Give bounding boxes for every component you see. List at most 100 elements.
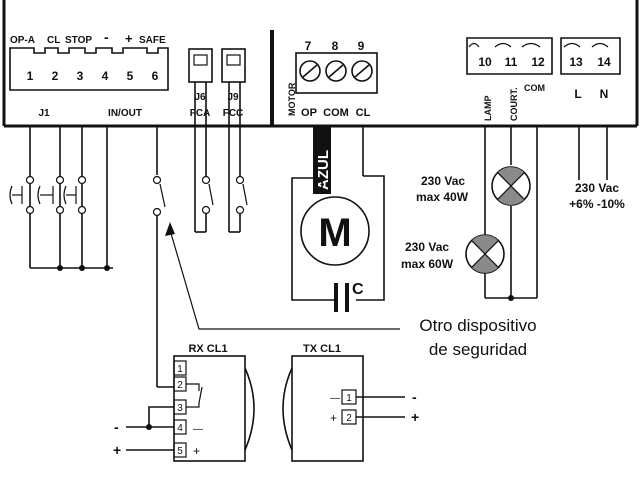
j1-terminal-label-plus: +	[125, 31, 133, 46]
lamp-label-com: COM	[524, 83, 545, 93]
safe-contact	[152, 126, 400, 388]
tx-pin-2: 2	[346, 413, 352, 424]
stop-pushbutton	[63, 175, 87, 215]
j9-sub-label: FCC	[223, 108, 244, 119]
annotation-line1: Otro dispositivo	[419, 316, 536, 335]
rx-housing	[173, 355, 246, 462]
limit-switch-fca	[194, 82, 214, 233]
motor-term-com: COM	[323, 107, 349, 119]
j1-pin-4: 4	[102, 69, 109, 83]
lamp-pin-10: 10	[478, 55, 492, 69]
power-wiring: 230 Vac +6% -10%	[569, 126, 625, 211]
j1-label: J1	[38, 108, 50, 119]
j6-label: J6	[194, 92, 206, 103]
motor-term-cl: CL	[356, 107, 371, 119]
j9-housing	[221, 48, 246, 83]
power-spec-tolerance: +6% -10%	[569, 197, 625, 211]
lamp-pin-11: 11	[505, 55, 518, 69]
lamp2-voltage: 230 Vac	[405, 240, 449, 254]
rx-supply-plus: +	[113, 442, 121, 458]
rx-inner-minus: —	[193, 424, 203, 435]
j9-latch	[226, 54, 241, 66]
j1-terminal-label-op-a: OP-A	[10, 35, 35, 46]
j1-pin-2: 2	[52, 69, 59, 83]
tx-inner-plus: +	[330, 411, 337, 425]
motor-symbol: M	[318, 211, 351, 255]
rx-pin-3: 3	[177, 403, 183, 414]
motor-circle	[300, 196, 370, 266]
power-label-l: L	[574, 87, 581, 101]
j1-terminal-label-cl: CL	[47, 35, 60, 46]
j9-label: J9	[227, 92, 239, 103]
power-terminal-block: 13 14 L N	[560, 37, 621, 101]
rx-pin-box-1	[173, 360, 187, 376]
j1-pin-3: 3	[77, 69, 84, 83]
lamp-terminal-ridges	[468, 42, 541, 48]
lamp2-power: max 60W	[401, 257, 454, 271]
lamp-pin-12: 12	[531, 55, 545, 69]
power-pin-13: 13	[569, 55, 583, 69]
tx-title: TX CL1	[303, 343, 341, 355]
j6-latch	[193, 54, 208, 66]
tx-inner-minus: —	[330, 393, 340, 404]
motor-term-op: OP	[301, 107, 317, 119]
motor-side-label: MOTOR	[287, 82, 297, 116]
lamp-label-court: COURT.	[509, 88, 519, 122]
motor-screw-7	[299, 60, 321, 82]
lamp1-symbol	[491, 166, 531, 206]
op-a-pushbutton	[9, 175, 35, 215]
annotation-line2: de seguridad	[429, 340, 527, 359]
j1-terminal-label-stop: STOP	[65, 35, 92, 46]
j1-pin-5: 5	[127, 69, 134, 83]
limit-switch-fcc	[228, 82, 248, 233]
tx-supply-minus: -	[412, 389, 417, 405]
lamp-terminal-block: 10 11 12 LAMP COURT. COM	[466, 37, 553, 122]
motor-terminal-housing	[295, 52, 378, 94]
rx-pin-5: 5	[177, 446, 183, 457]
j1-pin-6: 6	[152, 69, 159, 83]
rx-internal-contact	[186, 383, 203, 408]
azul-wire-band	[313, 126, 331, 194]
rx-pin-4: 4	[177, 423, 183, 434]
cl-pushbutton	[37, 175, 65, 215]
j6-sub-label: FCA	[190, 108, 211, 119]
j1-terminal-block: OP-A CL STOP - + SAFE 1 2 3 4 5 6 J1 IN/…	[9, 29, 169, 119]
j9-connector: J9 FCC	[221, 48, 246, 119]
lamp-terminal-housing	[466, 37, 553, 75]
motor-terminal-block: 7 8 9 MOTOR OP COM CL	[287, 39, 378, 119]
inout-label: IN/OUT	[108, 108, 142, 119]
power-pin-14: 14	[597, 55, 611, 69]
motor-screw-8	[325, 60, 347, 82]
lamp1-voltage: 230 Vac	[421, 174, 465, 188]
tx-supply-plus: +	[411, 409, 419, 425]
capacitor-label: C	[352, 281, 364, 298]
power-spec-voltage: 230 Vac	[575, 181, 619, 195]
rx-supply-minus: -	[114, 419, 119, 435]
rx-pin-2: 2	[177, 380, 183, 391]
power-terminal-housing	[560, 37, 621, 75]
tx-lens	[282, 367, 293, 451]
j1-terminal-housing	[9, 47, 169, 91]
j1-pin-1: 1	[27, 69, 34, 83]
j1-terminal-label-safe: SAFE	[139, 35, 166, 46]
lamp-wiring: 230 Vac max 40W 230 Vac max 60W	[401, 126, 538, 301]
motor-wiring: AZUL M C	[291, 126, 385, 312]
rx-cl1-device: RX CL1 1 2 3 4 5 — + - +	[113, 343, 255, 462]
power-label-n: N	[600, 87, 609, 101]
tx-housing	[291, 355, 364, 462]
rx-title: RX CL1	[188, 343, 227, 355]
azul-wire-label: AZUL	[315, 150, 332, 190]
tx-cl1-device: TX CL1 1 2 — + - +	[282, 343, 419, 462]
rx-lens	[244, 367, 255, 451]
lamp-label-lamp: LAMP	[483, 96, 493, 122]
rx-pin-1: 1	[177, 364, 183, 375]
motor-pin-9: 9	[358, 39, 365, 53]
power-terminal-ridges	[563, 42, 609, 48]
j1-terminal-label-minus: -	[104, 29, 109, 45]
j6-connector: J6 FCA	[188, 48, 213, 119]
rx-inner-plus: +	[193, 444, 200, 458]
pushbutton-wiring	[9, 126, 113, 271]
lamp1-power: max 40W	[416, 190, 469, 204]
j6-housing	[188, 48, 213, 83]
